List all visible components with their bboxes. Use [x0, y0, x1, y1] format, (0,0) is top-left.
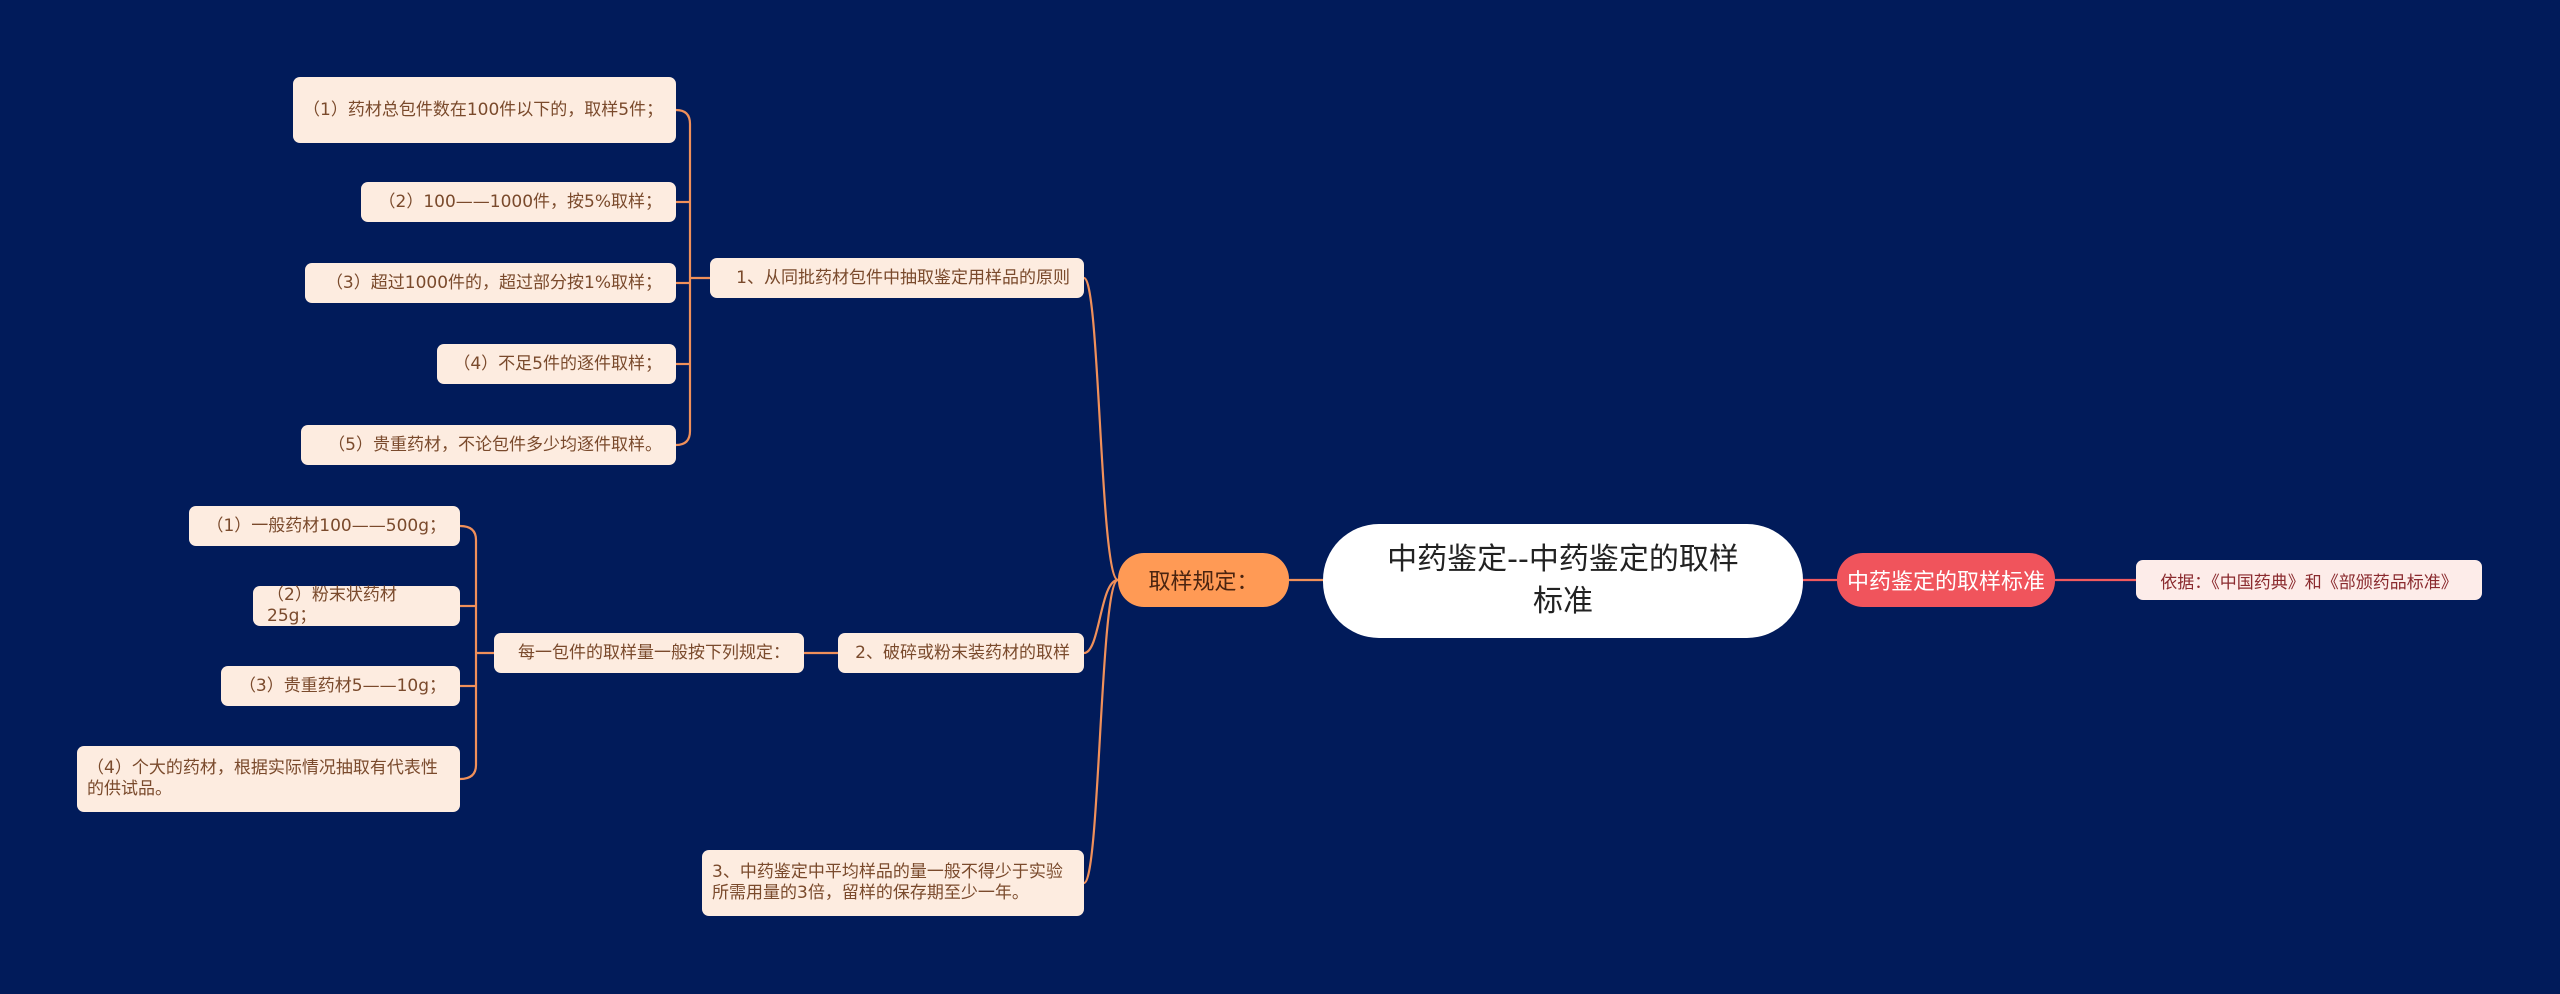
rule-2-sub-node[interactable]: 每一包件的取样量一般按下列规定：: [494, 633, 804, 673]
rule-1-item-5-label: （5）贵重药材，不论包件多少均逐件取样。: [328, 434, 662, 455]
rule-1-item-1-label: （1）药材总包件数在100件以下的，取样5件；: [303, 99, 664, 120]
rule-1-item-5[interactable]: （5）贵重药材，不论包件多少均逐件取样。: [301, 425, 676, 465]
rule-2-item-1[interactable]: （1）一般药材100——500g；: [189, 506, 460, 546]
rule-1-item-2-label: （2）100——1000件，按5%取样；: [378, 191, 663, 212]
topic-sampling-standard[interactable]: 中药鉴定的取样标准: [1837, 553, 2055, 607]
rule-1-label: 1、从同批药材包件中抽取鉴定用样品的原则: [736, 267, 1070, 288]
central-topic-label: 中药鉴定--中药鉴定的取样标准: [1387, 542, 1739, 619]
rule-1-item-4-label: （4）不足5件的逐件取样；: [453, 353, 662, 374]
rule-2-item-4[interactable]: （4）个大的药材，根据实际情况抽取有代表性的供试品。: [77, 746, 460, 812]
rule-2-item-1-label: （1）一般药材100——500g；: [206, 515, 446, 536]
source-note-label: 依据：《中国药典》和《部颁药品标准》: [2160, 572, 2458, 593]
link-rules-1: [1082, 276, 1120, 582]
rule-1-item-3[interactable]: （3）超过1000件的，超过部分按1%取样；: [305, 263, 676, 303]
source-note[interactable]: 依据：《中国药典》和《部颁药品标准》: [2136, 560, 2482, 600]
rule-2-node[interactable]: 2、破碎或粉末装药材的取样: [838, 633, 1084, 673]
link-rules-2: [1083, 578, 1119, 655]
rule-1-item-2[interactable]: （2）100——1000件，按5%取样；: [361, 182, 676, 222]
topic-sampling-rules-label: 取样规定：: [1148, 570, 1259, 595]
rule-2-item-3-label: （3）贵重药材5——10g；: [238, 675, 446, 696]
rule-2-item-4-label: （4）个大的药材，根据实际情况抽取有代表性的供试品。: [87, 758, 438, 799]
rule-3-label: 3、中药鉴定中平均样品的量一般不得少于实验所需用量的3倍，留样的保存期至少一年。: [712, 862, 1063, 903]
link-rule1-bracket: [675, 108, 692, 447]
rule-2-item-3[interactable]: （3）贵重药材5——10g；: [221, 666, 460, 706]
rule-1-item-1[interactable]: （1）药材总包件数在100件以下的，取样5件；: [293, 77, 676, 143]
link-sub-bracket: [459, 524, 478, 781]
rule-1-item-3-label: （3）超过1000件的，超过部分按1%取样；: [325, 272, 662, 293]
rule-1-item-4[interactable]: （4）不足5件的逐件取样；: [437, 344, 676, 384]
rule-2-label: 2、破碎或粉末装药材的取样: [855, 642, 1070, 663]
rule-2-item-2-label: （2）粉末状药材25g；: [267, 585, 397, 626]
link-rules-3: [1082, 578, 1120, 885]
rule-3-node[interactable]: 3、中药鉴定中平均样品的量一般不得少于实验所需用量的3倍，留样的保存期至少一年。: [702, 850, 1084, 916]
topic-sampling-standard-label: 中药鉴定的取样标准: [1846, 570, 2045, 595]
rule-2-sub-label: 每一包件的取样量一般按下列规定：: [518, 642, 790, 663]
rule-1-node[interactable]: 1、从同批药材包件中抽取鉴定用样品的原则: [710, 258, 1084, 298]
topic-sampling-rules[interactable]: 取样规定：: [1118, 553, 1289, 607]
central-topic[interactable]: 中药鉴定--中药鉴定的取样标准: [1323, 524, 1803, 638]
rule-2-item-2[interactable]: （2）粉末状药材25g；: [253, 585, 460, 626]
